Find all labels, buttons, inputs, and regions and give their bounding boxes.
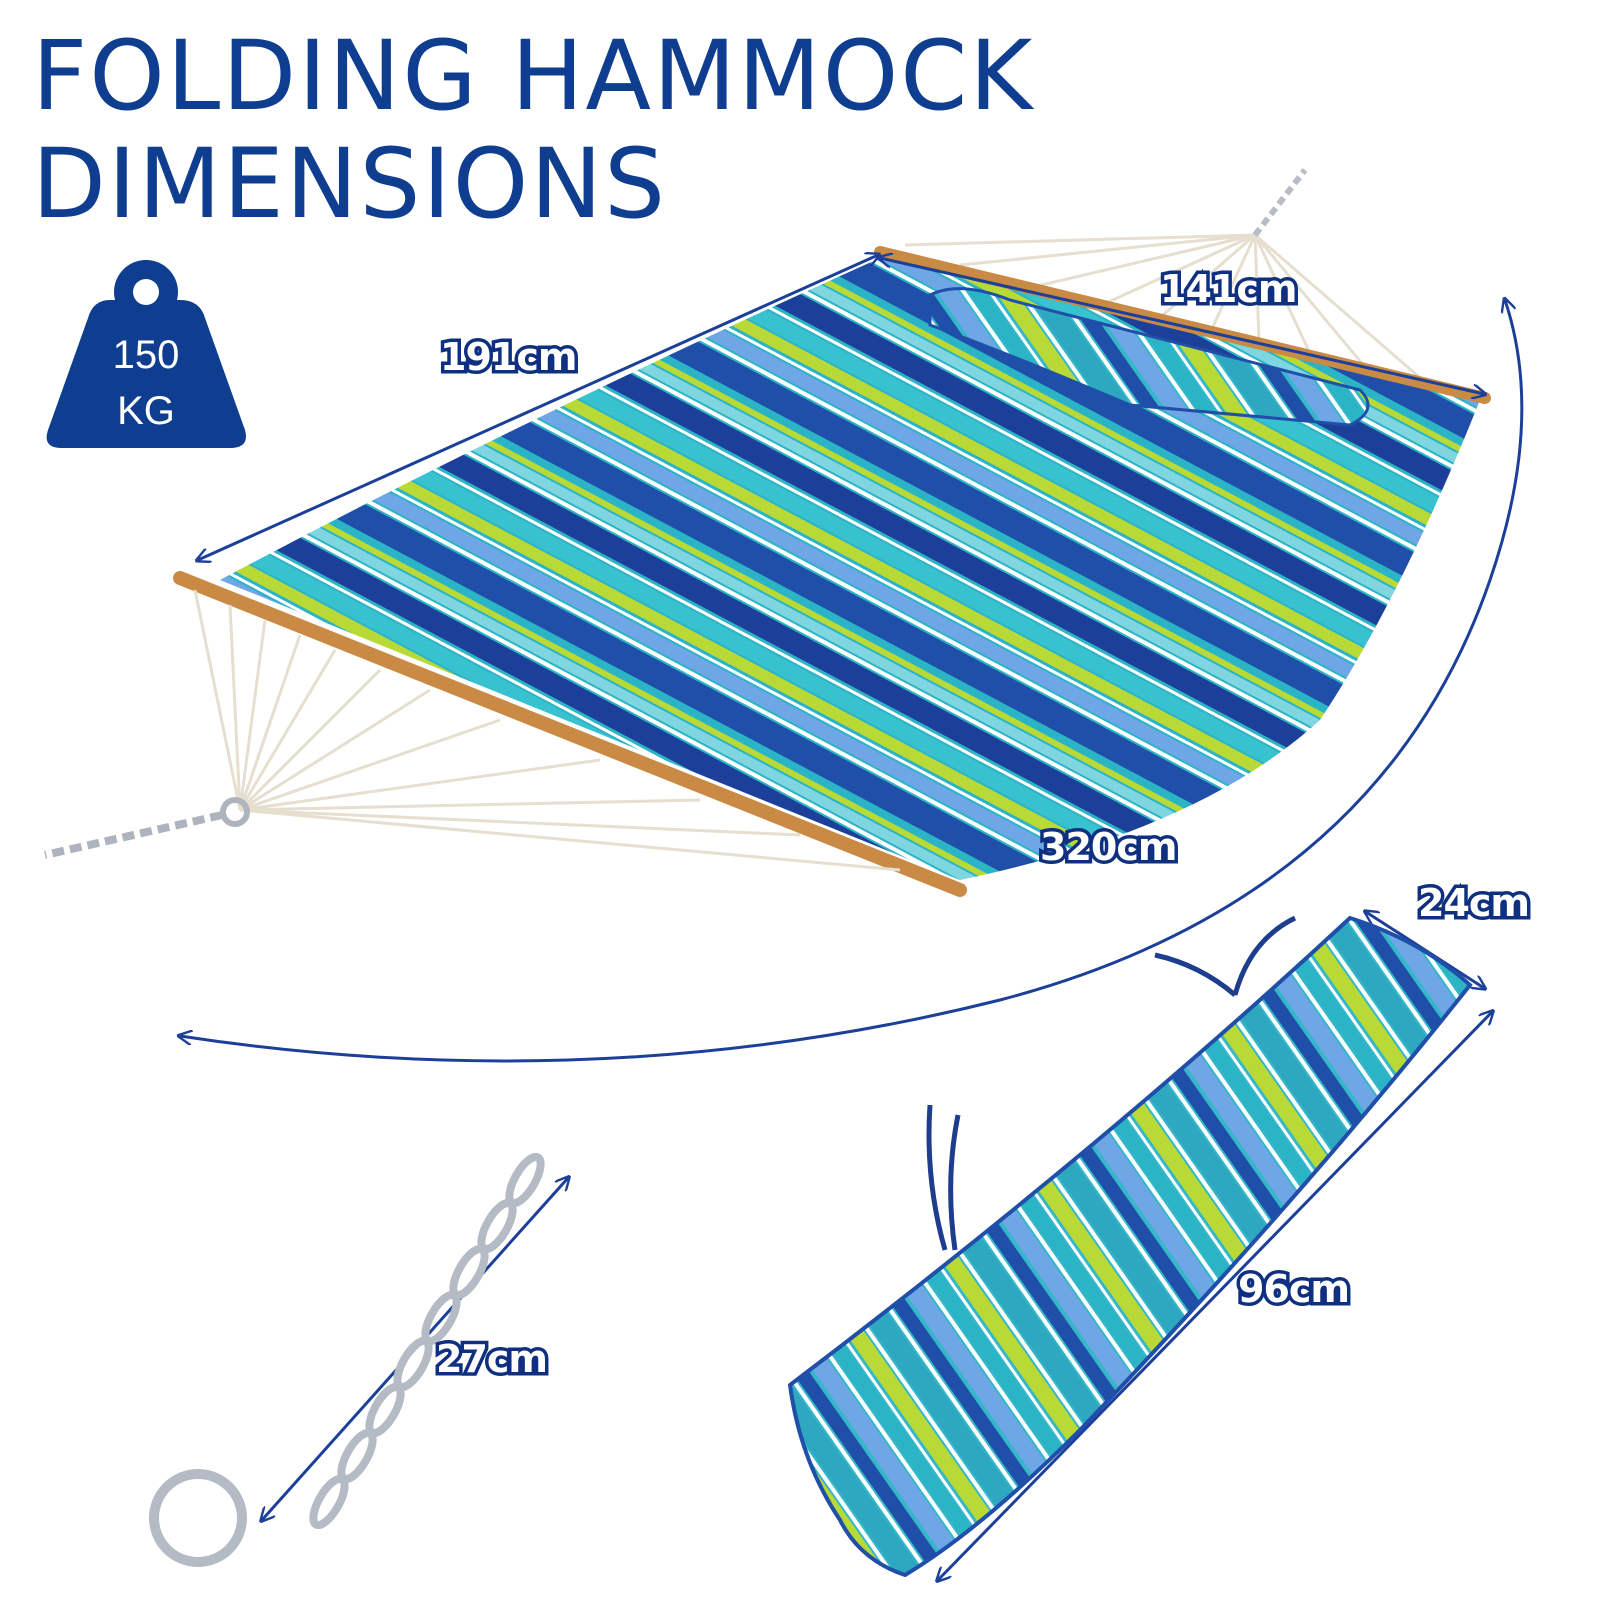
label-141: 141cm [1160,267,1296,311]
weight-unit: KG [117,389,175,433]
label-320: 320cm [1040,825,1176,869]
dimension-lines [180,255,1524,1580]
dim-line-96 [938,1012,1492,1580]
weight-value: 150 [113,333,180,377]
far-chain [1252,168,1308,237]
title-line-1: FOLDING HAMMOCK [32,20,1035,132]
pillow-body [787,915,1473,1578]
pillow-strap-top [1154,915,1297,997]
label-27: 27cm [436,1337,547,1381]
pillow-detail [787,915,1473,1578]
near-ring [220,797,250,827]
dim-line-320 [180,300,1524,1063]
label-24: 24cm [1418,881,1529,925]
pillow-strap-left [926,1104,961,1251]
label-191: 191cm [440,335,576,379]
weight-badge: 150 KG [46,260,246,448]
chain-detail [149,1152,545,1567]
label-96: 96cm [1238,1267,1349,1311]
title-line-2: DIMENSIONS [32,128,668,240]
page-title: FOLDING HAMMOCK DIMENSIONS [32,22,1034,238]
near-chain [44,811,223,859]
chain-ring [149,1469,247,1567]
